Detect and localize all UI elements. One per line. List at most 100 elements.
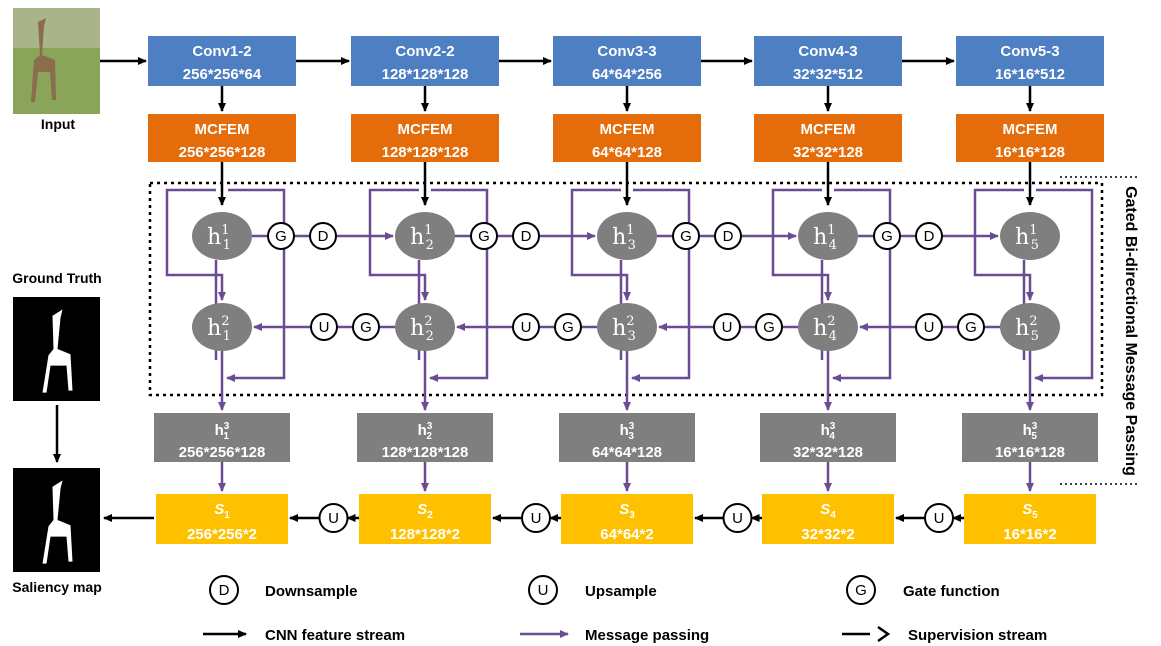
h3-superscript: 3 xyxy=(830,421,836,432)
state-node-subscript: 2 xyxy=(426,329,434,344)
state-node-superscript: 2 xyxy=(424,314,432,329)
downsample-op-circle xyxy=(309,222,337,250)
legend-message-text: Message passing xyxy=(585,627,709,644)
saliency-dim: 32*32*2 xyxy=(801,526,854,543)
conv-dim: 32*32*512 xyxy=(793,66,863,83)
saliency-dim: 64*64*2 xyxy=(600,526,653,543)
legend-cnn-text: CNN feature stream xyxy=(265,627,405,644)
state-node-h1 xyxy=(192,212,252,260)
h3-superscript: 3 xyxy=(224,421,230,432)
conv-name: Conv1-2 xyxy=(192,43,251,60)
upsample-op-circle xyxy=(521,503,551,533)
h3-superscript: 3 xyxy=(1032,421,1038,432)
downsample-op-circle xyxy=(512,222,540,250)
message-path-skip xyxy=(429,188,489,382)
module-title: Gated Bi-directional Message Passing xyxy=(1122,186,1139,476)
upsample-op-circle xyxy=(924,503,954,533)
state-node-subscript: 1 xyxy=(223,238,231,253)
gate-op-label: G xyxy=(965,319,977,336)
gate-op-label: G xyxy=(763,319,775,336)
mcfem-block xyxy=(754,114,902,162)
h3-block xyxy=(154,413,290,462)
message-path-skip xyxy=(1034,188,1094,382)
gate-op-circle xyxy=(554,313,582,341)
legend-op-circle xyxy=(209,575,239,605)
input-image xyxy=(13,8,100,114)
state-node-superscript: 2 xyxy=(221,314,229,329)
state-node-superscript: 2 xyxy=(626,314,634,329)
saliency-subscript: 4 xyxy=(830,510,836,521)
legend-supervision-text: Supervision stream xyxy=(908,627,1047,644)
h3-block xyxy=(962,413,1098,462)
mcfem-dim: 32*32*128 xyxy=(793,144,863,161)
gate-op-circle xyxy=(873,222,901,250)
h3-block xyxy=(760,413,896,462)
gate-op-circle xyxy=(755,313,783,341)
state-node-h2 xyxy=(395,303,455,351)
state-node-h2 xyxy=(192,303,252,351)
gate-op-label: G xyxy=(360,319,372,336)
upsample-op-circle xyxy=(713,313,741,341)
state-node-superscript: 2 xyxy=(1029,314,1037,329)
downsample-op-label: D xyxy=(318,228,329,245)
mcfem-dim: 128*128*128 xyxy=(382,144,469,161)
legend-op-label: D xyxy=(219,582,230,599)
message-path-skip xyxy=(165,188,226,301)
state-node-h1 xyxy=(597,212,657,260)
mcfem-name: MCFEM xyxy=(398,121,453,138)
saliency-block xyxy=(359,494,491,544)
saliency-block xyxy=(762,494,894,544)
conv-block xyxy=(553,36,701,86)
upsample-op-label: U xyxy=(732,510,743,527)
upsample-op-label: U xyxy=(521,319,532,336)
message-path-skip xyxy=(226,188,286,382)
gate-op-label: G xyxy=(680,228,692,245)
conv-name: Conv5-3 xyxy=(1000,43,1059,60)
h3-dim: 256*256*128 xyxy=(179,444,266,461)
downsample-op-label: D xyxy=(723,228,734,245)
state-node-superscript: 1 xyxy=(221,223,229,238)
mcfem-name: MCFEM xyxy=(801,121,856,138)
state-node-subscript: 5 xyxy=(1031,238,1039,253)
gate-op-circle xyxy=(957,313,985,341)
state-node-subscript: 4 xyxy=(829,238,837,253)
input-image-animal xyxy=(31,18,56,102)
saliency-subscript: 5 xyxy=(1032,510,1038,521)
conv-dim: 64*64*256 xyxy=(592,66,662,83)
legend-op-circle xyxy=(528,575,558,605)
saliency-subscript: 2 xyxy=(427,510,433,521)
mcfem-dim: 16*16*128 xyxy=(995,144,1065,161)
ground-truth-image-silhouette xyxy=(42,309,73,393)
state-node-subscript: 5 xyxy=(1031,329,1039,344)
state-node-superscript: 1 xyxy=(1029,223,1037,238)
legend-op-label: G xyxy=(855,582,867,599)
h3-subscript: 4 xyxy=(829,431,835,442)
ground-truth-label: Ground Truth xyxy=(12,270,101,286)
gate-op-circle xyxy=(352,313,380,341)
mcfem-block xyxy=(956,114,1104,162)
upsample-op-label: U xyxy=(924,319,935,336)
state-node-h1 xyxy=(1000,212,1060,260)
mcfem-name: MCFEM xyxy=(195,121,250,138)
message-path-skip xyxy=(973,188,1034,301)
message-path-skip xyxy=(570,188,631,301)
saliency-map-image-silhouette xyxy=(42,480,73,564)
saliency-dim: 16*16*2 xyxy=(1003,526,1056,543)
upsample-op-label: U xyxy=(328,510,339,527)
downsample-op-label: D xyxy=(521,228,532,245)
legend-supervision-head xyxy=(877,625,891,643)
state-node-subscript: 1 xyxy=(223,329,231,344)
saliency-subscript: 3 xyxy=(629,510,635,521)
mcfem-dim: 64*64*128 xyxy=(592,144,662,161)
upsample-op-circle xyxy=(915,313,943,341)
message-path-skip xyxy=(771,188,832,301)
